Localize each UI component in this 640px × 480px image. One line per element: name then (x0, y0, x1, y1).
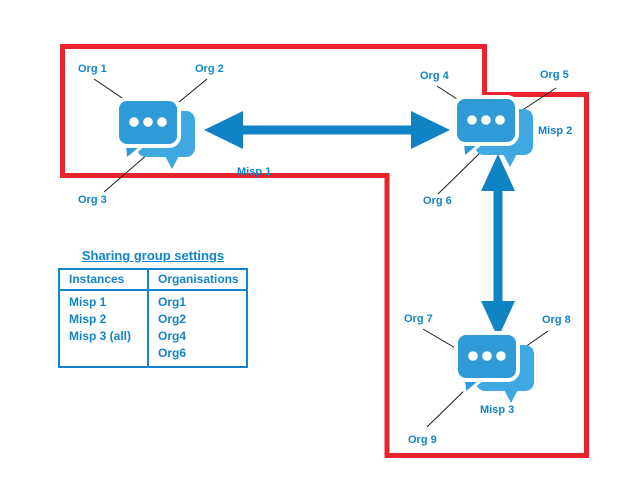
arrow-misp1-misp2 (204, 111, 450, 149)
organisations-column-header: Organisations (149, 270, 246, 291)
misp1-chat-bubbles-icon (115, 97, 197, 171)
org2-label: Org 2 (195, 63, 224, 75)
org5-label: Org 5 (540, 69, 569, 81)
org9-label: Org 9 (408, 434, 437, 446)
instance-cell: Misp 3 (all) (69, 329, 132, 343)
org7-connector-line (422, 328, 458, 350)
org5-connector-line (520, 87, 557, 112)
org3-label: Org 3 (78, 194, 107, 206)
sharing-group-settings-table: Instances Misp 1 Misp 2 Misp 3 (all) Org… (58, 268, 248, 368)
org3-connector-line (103, 153, 149, 193)
organisation-cell: Org6 (158, 346, 187, 360)
org4-label: Org 4 (420, 70, 449, 82)
misp1-label: Misp 1 (237, 166, 272, 178)
instances-column: Instances Misp 1 Misp 2 Misp 3 (all) (60, 270, 149, 366)
org6-connector-line (437, 148, 485, 195)
sharing-group-settings-title: Sharing group settings (81, 248, 225, 263)
org-connector-lines (93, 78, 557, 428)
instance-cell: Misp 2 (69, 312, 107, 326)
misp3-chat-bubbles-icon (454, 331, 536, 405)
instances-column-header: Instances (60, 270, 147, 291)
org6-label: Org 6 (423, 195, 452, 207)
misp3-label: Misp 3 (480, 404, 515, 416)
sharing-group-boundary (60, 44, 589, 458)
org7-label: Org 7 (404, 313, 433, 325)
org9-connector-line (426, 386, 469, 428)
org8-label: Org 8 (542, 314, 571, 326)
org1-label: Org 1 (78, 63, 107, 75)
misp2-label: Misp 2 (538, 125, 573, 137)
instance-cell: Misp 1 (69, 295, 107, 309)
arrow-misp2-misp3 (481, 154, 515, 338)
organisation-cell: Org2 (158, 312, 187, 326)
organisation-cell: Org4 (158, 329, 187, 343)
organisation-cell: Org1 (158, 295, 187, 309)
misp2-chat-bubbles-icon (453, 95, 535, 169)
organisations-column: Organisations Org1 Org2 Org4 Org6 (149, 270, 246, 366)
